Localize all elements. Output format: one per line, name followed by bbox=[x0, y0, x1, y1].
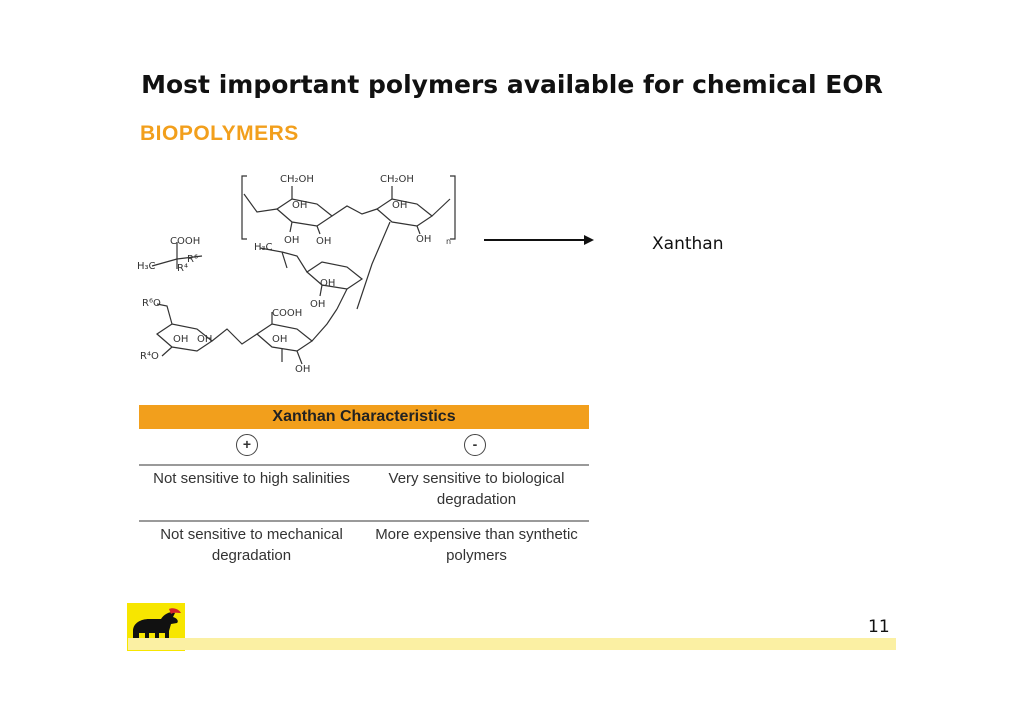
table-header: Xanthan Characteristics bbox=[139, 405, 589, 429]
cooh-label: COOH bbox=[170, 236, 200, 247]
r4o-label: R⁴O bbox=[140, 351, 159, 362]
oh-label: OH bbox=[392, 200, 407, 211]
h3c-label: H₃C bbox=[254, 242, 273, 253]
ch2oh-label: CH₂OH bbox=[280, 174, 314, 185]
oh-label: OH bbox=[316, 236, 331, 247]
ch2oh-label: CH₂OH bbox=[380, 174, 414, 185]
xanthan-structure-diagram: CH₂OH CH₂OH OH OH OH OH OH OH OH OH OH O… bbox=[137, 174, 456, 375]
slide-title: Most important polymers available for ch… bbox=[141, 70, 883, 99]
right-arrow-icon bbox=[484, 235, 594, 245]
repeat-n-label: n bbox=[446, 237, 451, 246]
r6-label: R⁶ bbox=[187, 254, 198, 265]
oh-label: OH bbox=[197, 334, 212, 345]
section-subtitle: BIOPOLYMERS bbox=[140, 122, 299, 145]
cooh-label: COOH bbox=[272, 308, 302, 319]
plus-icon: + bbox=[236, 434, 258, 456]
oh-label: OH bbox=[310, 299, 325, 310]
oh-label: OH bbox=[272, 334, 287, 345]
table-cell-minus: Very sensitive to biological degradation bbox=[388, 470, 565, 508]
oh-label: OH bbox=[320, 278, 335, 289]
table-row: Not sensitive to mechanical degradation … bbox=[139, 520, 589, 566]
characteristics-table: Xanthan Characteristics + - Not sensitiv… bbox=[139, 405, 589, 566]
table-cell-plus: Not sensitive to high salinities bbox=[153, 470, 350, 487]
oh-label: OH bbox=[292, 200, 307, 211]
oh-label: OH bbox=[295, 364, 310, 375]
polymer-name-label: Xanthan bbox=[652, 234, 724, 254]
oh-label: OH bbox=[173, 334, 188, 345]
oh-label: OH bbox=[416, 234, 431, 245]
table-cell-plus: Not sensitive to mechanical degradation bbox=[160, 526, 343, 564]
h3c-label: H₃C bbox=[137, 261, 156, 272]
table-sign-row: + - bbox=[139, 429, 589, 464]
minus-icon: - bbox=[464, 434, 486, 456]
r6o-label: R⁶O bbox=[142, 298, 161, 309]
table-cell-minus: More expensive than synthetic polymers bbox=[375, 526, 578, 564]
footer-bar bbox=[128, 638, 896, 650]
table-row: Not sensitive to high salinities Very se… bbox=[139, 464, 589, 510]
page-number: 11 bbox=[868, 617, 890, 637]
r4-label: R⁴ bbox=[177, 263, 188, 274]
oh-label: OH bbox=[284, 235, 299, 246]
